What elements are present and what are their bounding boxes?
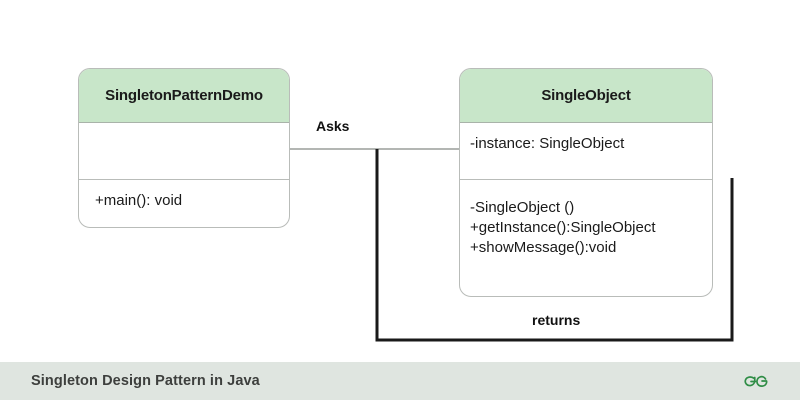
edge-returns-line [375,149,734,342]
class-box-singleton-pattern-demo[interactable]: SingletonPatternDemo +main(): void [78,68,290,228]
attributes-compartment-single-object: -instance: SingleObject [460,123,712,179]
operations-compartment-singleton-pattern-demo: +main(): void [79,179,289,227]
attribute-instance: -instance: SingleObject [470,135,625,152]
footer-bar: Singleton Design Pattern in Java [0,362,800,400]
class-name-single-object: SingleObject [460,69,712,123]
operation-get-instance: +getInstance():SingleObject [470,219,656,236]
footer-title: Singleton Design Pattern in Java [31,373,260,389]
class-box-single-object[interactable]: SingleObject -instance: SingleObject -Si… [459,68,713,297]
attributes-compartment-singleton-pattern-demo [79,123,289,179]
geeksforgeeks-logo [743,372,773,390]
edge-label-asks: Asks [316,118,350,134]
operations-compartment-single-object: -SingleObject () +getInstance():SingleOb… [460,179,712,296]
edge-label-returns: returns [532,312,581,328]
operation-show-message: +showMessage():void [470,239,617,256]
operation-constructor: -SingleObject () [470,199,575,216]
class-name-singleton-pattern-demo: SingletonPatternDemo [79,69,289,123]
operation-main: +main(): void [95,192,183,209]
